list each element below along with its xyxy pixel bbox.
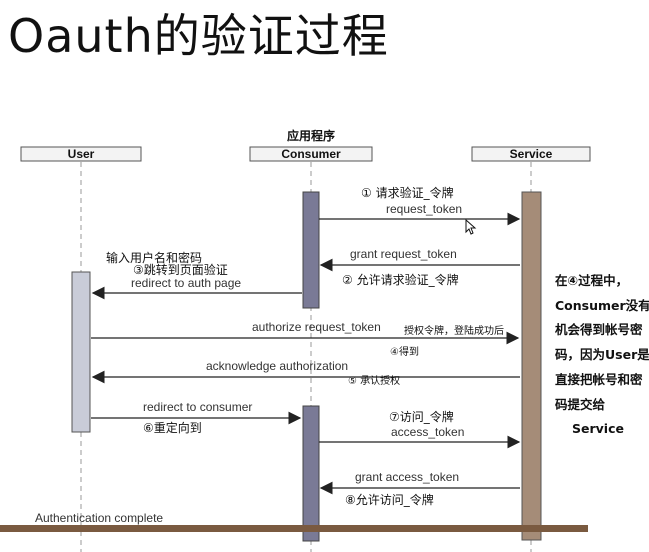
m2-en-label: grant request_token [350,247,457,261]
mouse-cursor-icon [465,218,477,235]
authentication-complete-bar [0,525,588,532]
side-note-line-5: 直接把帐号和密 [555,372,643,387]
m1-en-label: request_token [386,202,462,216]
m4-cn-b-label: ④得到 [390,346,419,358]
m8-cn-label: ⑧允许访问_令牌 [345,492,434,507]
consumer-participant: Consumer [249,146,373,162]
user-activation [71,271,91,433]
m5-cn-label: ⑤ 承认授权 [348,374,400,387]
m7-cn-label: ⑦访问_令牌 [389,409,454,424]
consumer-label: Consumer [281,147,341,161]
complete-label: Authentication complete [35,511,163,525]
m7-en-label: access_token [391,425,464,439]
m3-cn-b-label: ③跳转到页面验证 [133,262,228,277]
consumer-activation-1 [302,191,320,309]
side-note: 在④过程中， Consumer没有 机会得到帐号密 码，因为User是 直接把帐… [555,273,649,436]
m3-cn-a-label: 输入用户名和密码 [106,250,202,265]
side-note-line-7: Service [572,421,624,436]
service-participant: Service [471,146,591,162]
m5-en-label: acknowledge authorization [206,359,348,373]
m6-en-label: redirect to consumer [143,400,252,414]
m2-cn-label: ② 允许请求验证_令牌 [342,272,459,287]
m4-cn-a-label: 授权令牌，登陆成功后 [404,324,504,337]
m1-cn-label: ① 请求验证_令牌 [361,185,454,200]
service-label: Service [510,147,553,161]
consumer-caption: 应用程序 [287,128,335,143]
side-note-line-6: 码提交给 [555,397,606,412]
m4-en-label: authorize request_token [252,320,381,334]
m6-cn-label: ⑥重定向到 [143,420,202,435]
m3-en-label: redirect to auth page [131,276,241,290]
m8-en-label: grant access_token [355,470,459,484]
side-note-line-1: 在④过程中， [555,273,628,288]
user-label: User [68,147,95,161]
side-note-line-4: 码，因为User是 [555,347,649,362]
service-activation [521,191,542,541]
consumer-activation-2 [302,405,320,542]
side-note-line-2: Consumer没有 [555,298,649,313]
page-title: Oauth的验证过程 [8,9,389,63]
side-note-line-3: 机会得到帐号密 [555,322,643,337]
user-participant: User [20,146,142,162]
